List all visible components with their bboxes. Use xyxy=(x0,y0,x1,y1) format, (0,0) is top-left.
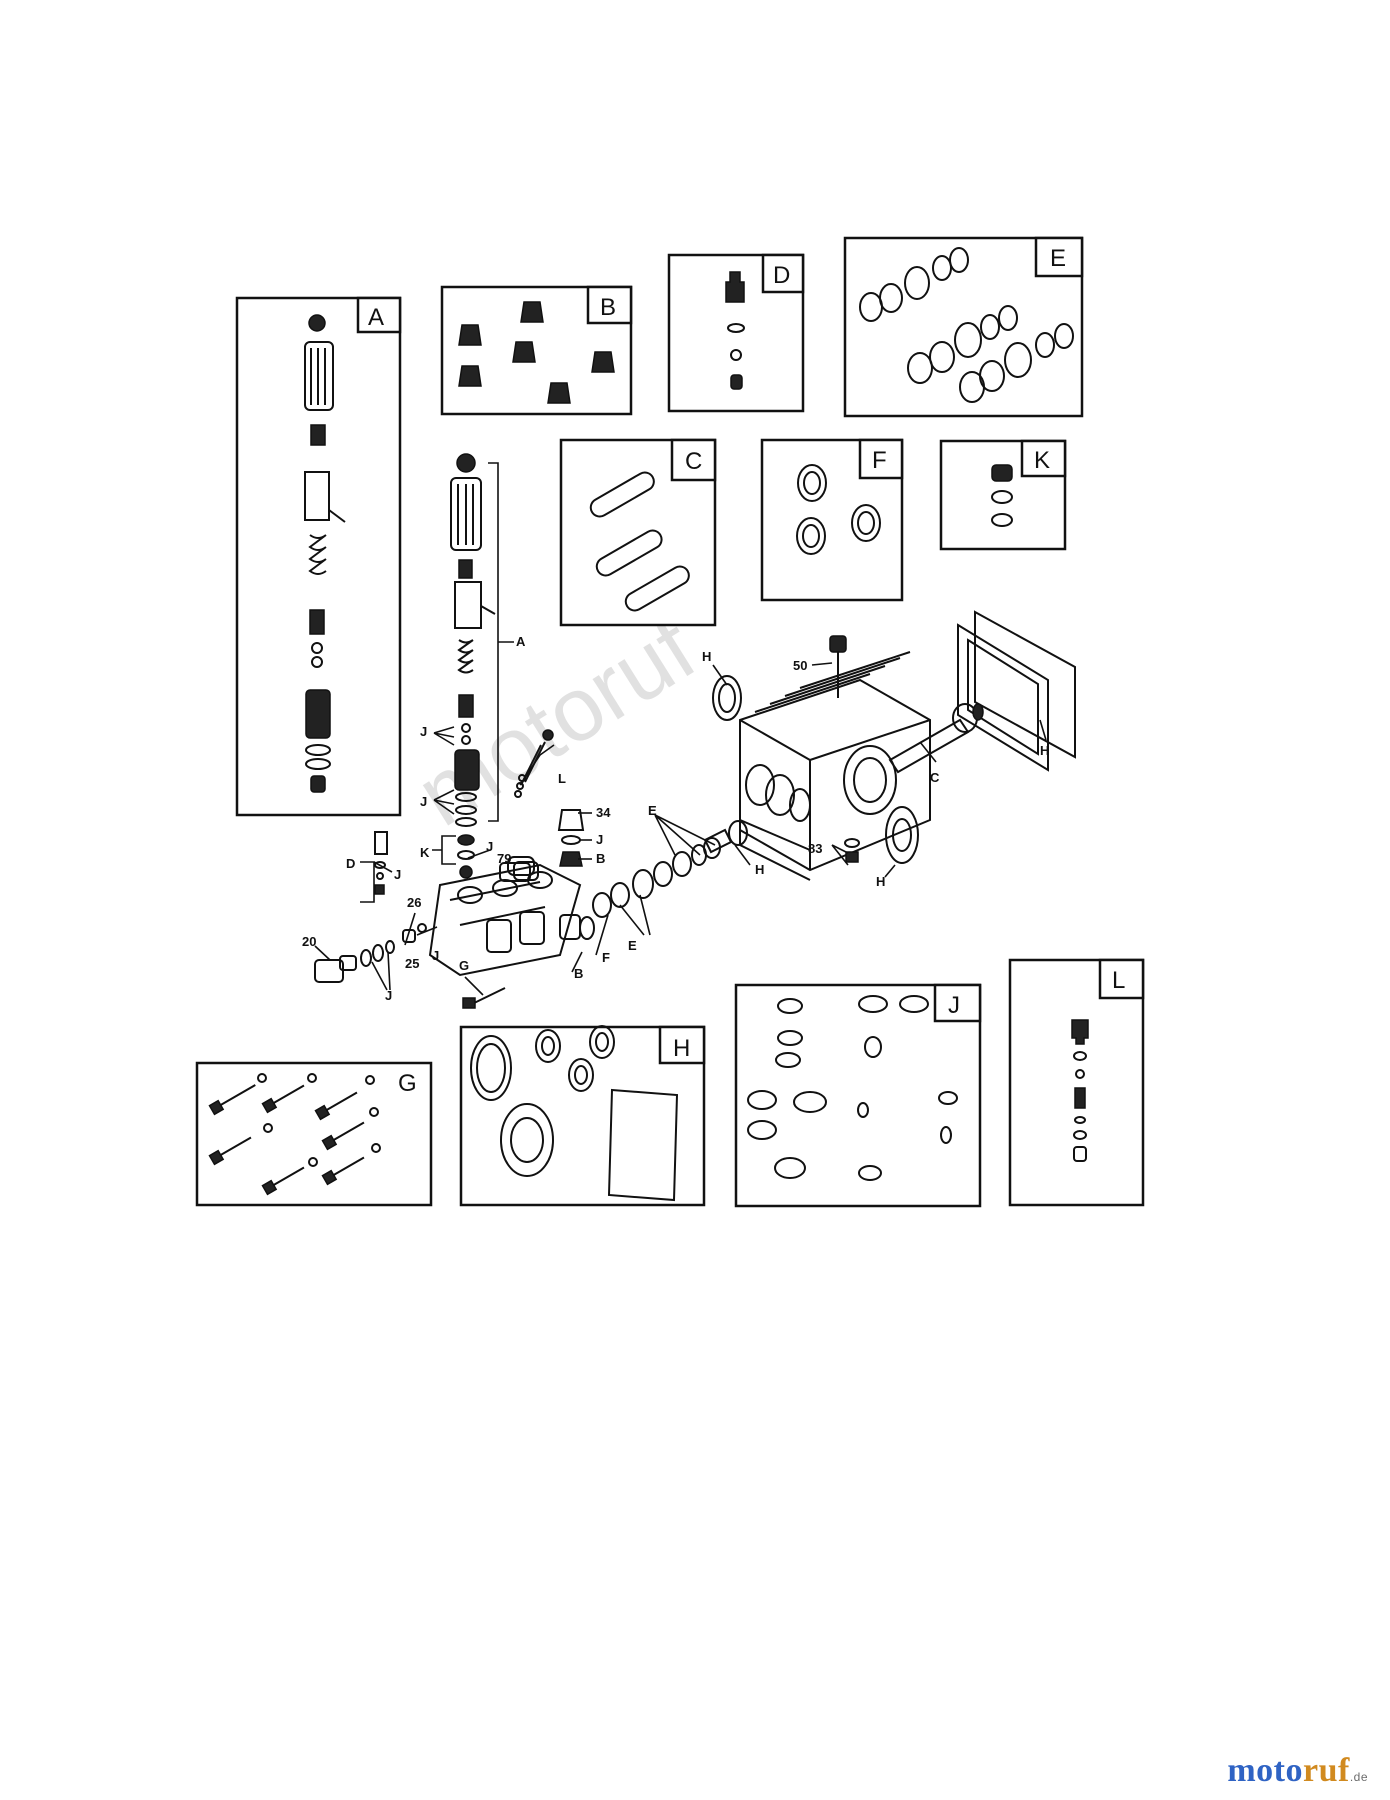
callout-g: G xyxy=(459,958,469,973)
brand-logo: motoruf.de xyxy=(1227,1752,1368,1790)
callout-f: F xyxy=(602,950,610,965)
callout-83: 83 xyxy=(808,841,822,856)
callout-j-1: J xyxy=(420,724,427,739)
callout-j-7: J xyxy=(385,988,392,1003)
kit-box-a-label: A xyxy=(368,304,384,331)
callout-79: 79 xyxy=(497,851,511,866)
callout-j-5: J xyxy=(596,832,603,847)
kit-box-b: B xyxy=(440,285,633,416)
callout-b-1: B xyxy=(596,851,605,866)
callout-l: L xyxy=(558,771,566,786)
kit-box-f-label: F xyxy=(872,447,887,474)
kit-box-g: G xyxy=(195,1061,433,1207)
callout-h-1: H xyxy=(702,649,711,664)
callout-34: 34 xyxy=(596,805,611,820)
callout-20: 20 xyxy=(302,934,316,949)
kit-box-a: A xyxy=(235,296,402,817)
pump-main-assembly xyxy=(314,453,1076,1009)
callout-labels: A J J K J D J L 34 J B 79 26 J 25 20 J G… xyxy=(302,634,1049,1003)
kit-box-g-label: G xyxy=(398,1070,417,1097)
kit-box-h: H xyxy=(459,1025,706,1207)
callout-b-2: B xyxy=(574,966,583,981)
kit-box-l: L xyxy=(1008,958,1145,1207)
kit-box-h-label: H xyxy=(673,1035,690,1062)
leader-lines xyxy=(314,462,1047,996)
kit-box-c: C xyxy=(559,438,717,627)
kit-box-k-label: K xyxy=(1034,447,1050,474)
kit-box-b-label: B xyxy=(600,294,616,321)
kit-box-f: F xyxy=(760,438,904,602)
kit-box-j-label: J xyxy=(948,992,960,1019)
kit-box-l-label: L xyxy=(1112,967,1125,994)
brand-part-2: ruf xyxy=(1302,1752,1350,1789)
callout-j-4: J xyxy=(394,867,401,882)
kit-box-c-label: C xyxy=(685,448,702,475)
callout-c: C xyxy=(930,770,940,785)
callout-h-4: H xyxy=(876,874,885,889)
kit-box-d: D xyxy=(667,253,805,413)
callout-h-3: H xyxy=(755,862,764,877)
callout-a: A xyxy=(516,634,526,649)
callout-25: 25 xyxy=(405,956,419,971)
kit-box-k: K xyxy=(939,439,1067,551)
callout-50: 50 xyxy=(793,658,807,673)
callout-e-1: E xyxy=(648,803,657,818)
callout-j-6: J xyxy=(432,948,439,963)
callout-k: K xyxy=(420,845,430,860)
callout-e-2: E xyxy=(628,938,637,953)
callout-d: D xyxy=(346,856,355,871)
kit-box-j: J xyxy=(734,983,982,1208)
callout-j-2: J xyxy=(420,794,427,809)
brand-part-3: .de xyxy=(1349,1770,1368,1784)
callout-26: 26 xyxy=(407,895,421,910)
kit-box-e: E xyxy=(843,236,1084,418)
kit-box-e-label: E xyxy=(1050,245,1066,272)
kit-box-d-label: D xyxy=(773,262,790,289)
brand-part-1: moto xyxy=(1227,1752,1303,1789)
callout-h-2: H xyxy=(1040,743,1049,758)
callout-j-3: J xyxy=(486,839,493,854)
